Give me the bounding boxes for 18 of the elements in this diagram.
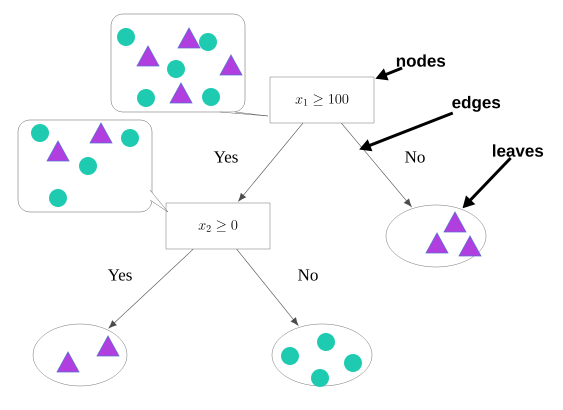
- decision-box: $x_1 \geq 100$: [270, 76, 374, 124]
- edge-label: No: [405, 151, 425, 163]
- leaf-ellipse-drawing: [272, 324, 372, 387]
- edge-label: No: [298, 269, 318, 281]
- speech-bubble-drawing: [110, 14, 268, 116]
- decision-box: $x_2 \geq 0$: [166, 202, 270, 250]
- arrow: [236, 248, 298, 326]
- arrow: [341, 122, 412, 207]
- leaf-ellipse-drawing: [32, 324, 128, 386]
- arrow: [238, 122, 304, 202]
- edge-label: Yes: [214, 151, 238, 163]
- leaf-ellipse-drawing: [386, 204, 486, 268]
- arrow: [108, 248, 194, 328]
- callout-text: edges: [452, 96, 500, 112]
- speech-bubble-drawing: [18, 120, 168, 212]
- callout-text: nodes: [396, 54, 446, 67]
- edge-label: Yes: [108, 269, 132, 281]
- callout-text: leaves: [493, 144, 544, 157]
